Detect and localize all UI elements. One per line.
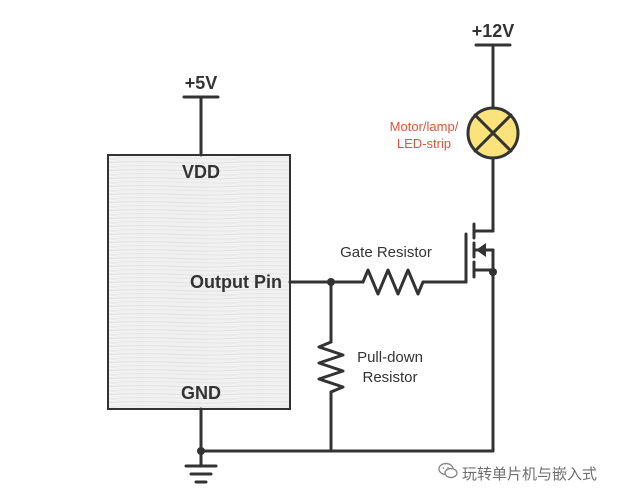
supply-12v-label: +12V — [472, 21, 515, 41]
pulldown-label-line1: Pull-down — [357, 349, 423, 366]
load-label-line1: Motor/lamp/ — [390, 119, 459, 134]
lamp-load — [466, 106, 520, 160]
output-pin-label: Output Pin — [190, 272, 282, 292]
watermark-text: 玩转单片机与嵌入式 — [462, 464, 598, 483]
watermark: 玩转单片机与嵌入式 — [438, 462, 597, 484]
ground-symbol — [184, 449, 218, 484]
gate-resistor-label: Gate Resistor — [340, 244, 432, 261]
vdd-label: VDD — [182, 162, 220, 182]
gate-resistor — [361, 268, 425, 296]
load-label-line2: LED-strip — [397, 136, 451, 151]
wechat-icon — [438, 462, 458, 484]
pulldown-resistor — [317, 340, 345, 394]
gnd-label: GND — [181, 383, 221, 403]
pulldown-label-line2: Resistor — [362, 369, 417, 386]
mosfet-transistor — [464, 222, 497, 284]
supply-5v-label: +5V — [185, 73, 218, 93]
microcontroller-block — [107, 154, 291, 410]
